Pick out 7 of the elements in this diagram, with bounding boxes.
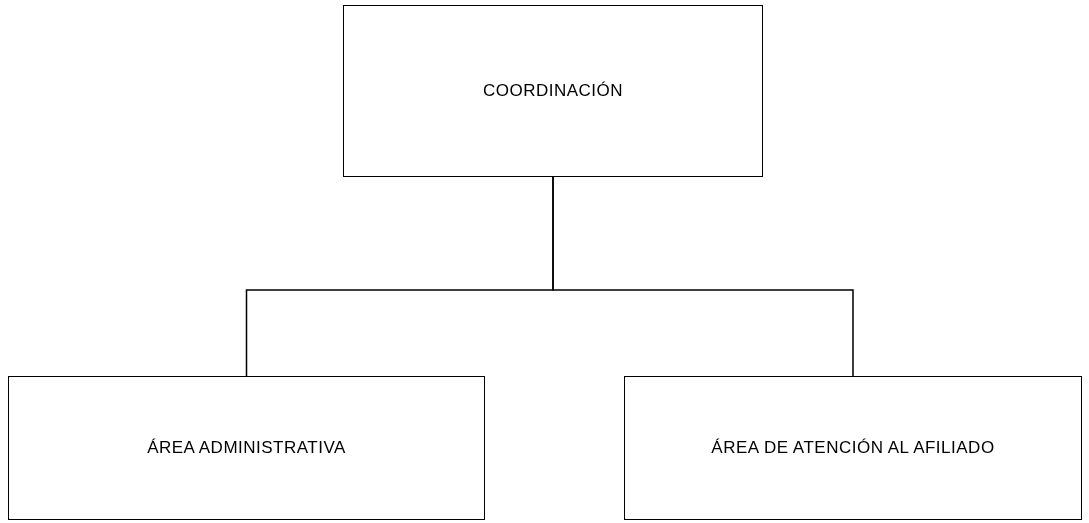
connector-line bbox=[552, 176, 854, 377]
box-label: COORDINACIÓN bbox=[482, 81, 624, 101]
org-box bbox=[343, 5, 763, 177]
box-label: ÁREA ADMINISTRATIVA bbox=[147, 438, 346, 458]
org-box bbox=[624, 376, 1082, 520]
box-label: ÁREA DE ATENCIÓN AL AFILIADO bbox=[711, 438, 995, 458]
org-box bbox=[8, 376, 485, 520]
